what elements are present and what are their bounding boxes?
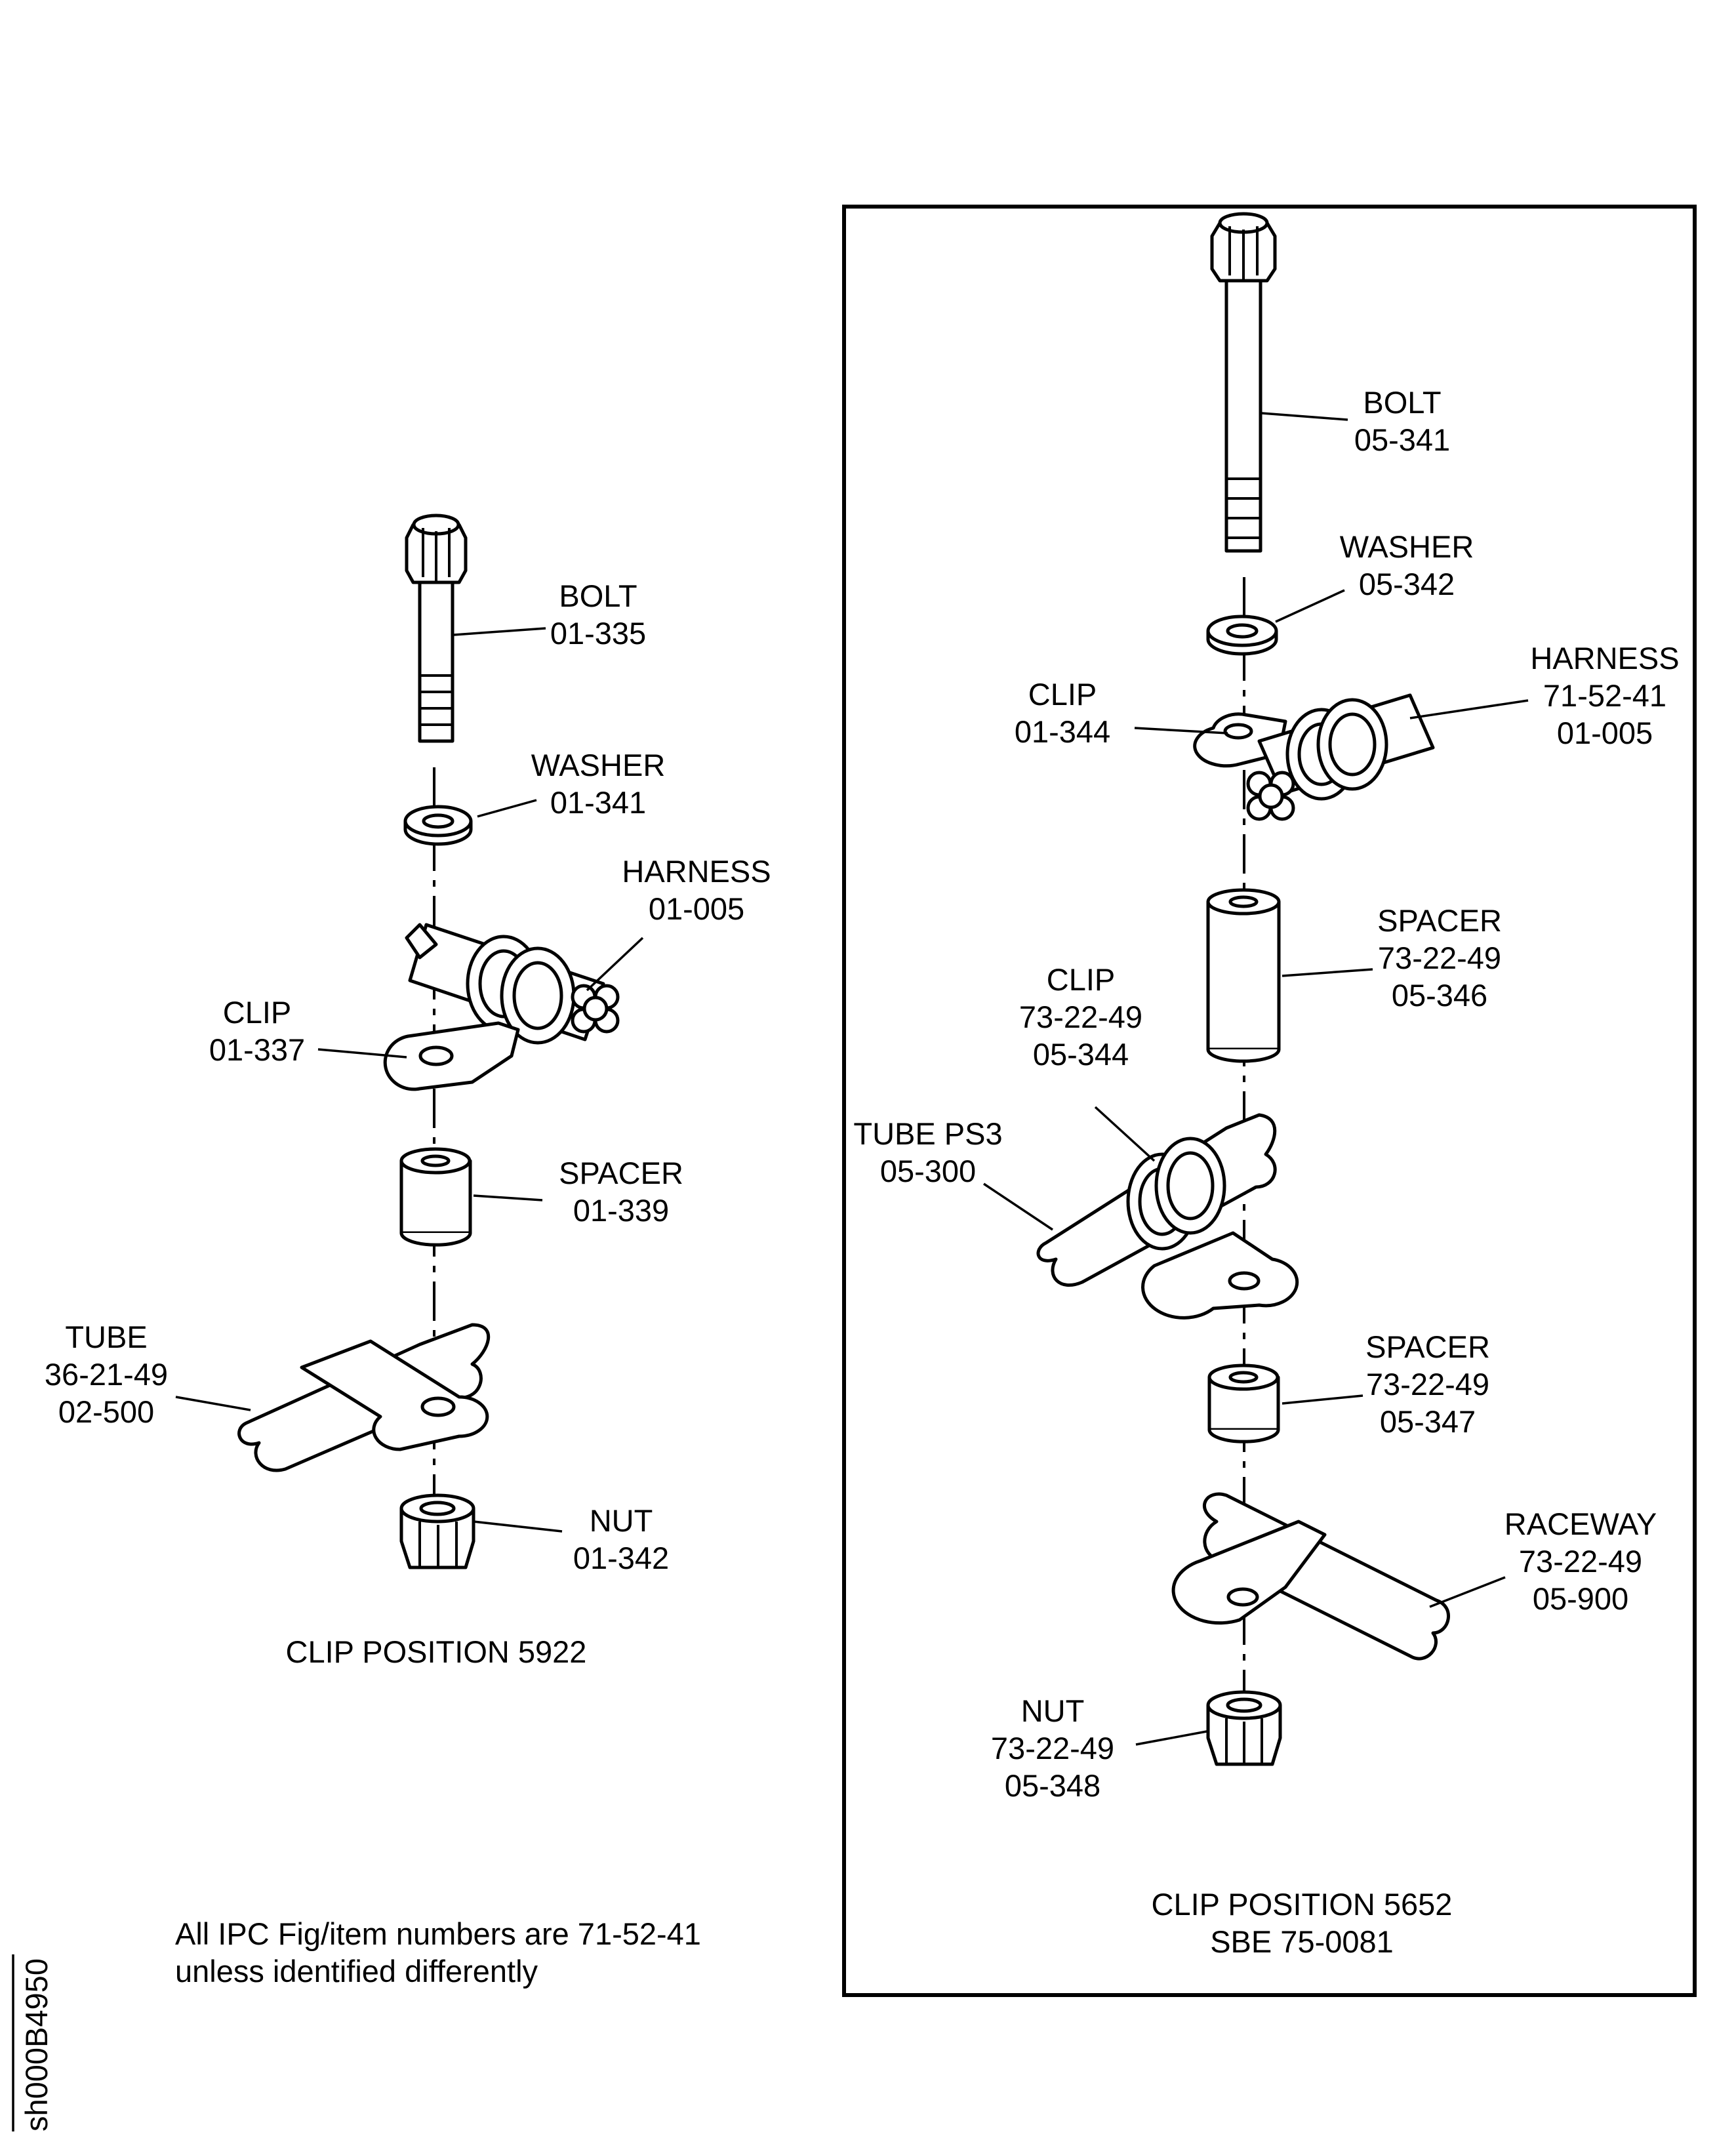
right-raceway-clip <box>1171 1492 1450 1661</box>
left-washer <box>403 805 473 846</box>
left-tube-clip <box>237 1323 491 1472</box>
left-harness-clip <box>383 923 620 1091</box>
left-bolt <box>405 514 468 743</box>
right-spacer-lower <box>1207 1363 1280 1443</box>
right-tube-clip <box>1036 1113 1299 1320</box>
sheet-id: sh000B4950 <box>19 1958 54 2131</box>
left-nut <box>399 1493 475 1569</box>
right-nut <box>1206 1690 1282 1766</box>
left-caption: CLIP POSITION 5922 <box>286 1634 587 1669</box>
right-bolt <box>1210 212 1277 553</box>
right-spacer-upper <box>1206 888 1281 1063</box>
left-spacer <box>399 1147 472 1247</box>
right-harness-clip <box>1193 693 1435 821</box>
right-washer <box>1206 615 1278 656</box>
right-view-frame <box>842 205 1697 1997</box>
